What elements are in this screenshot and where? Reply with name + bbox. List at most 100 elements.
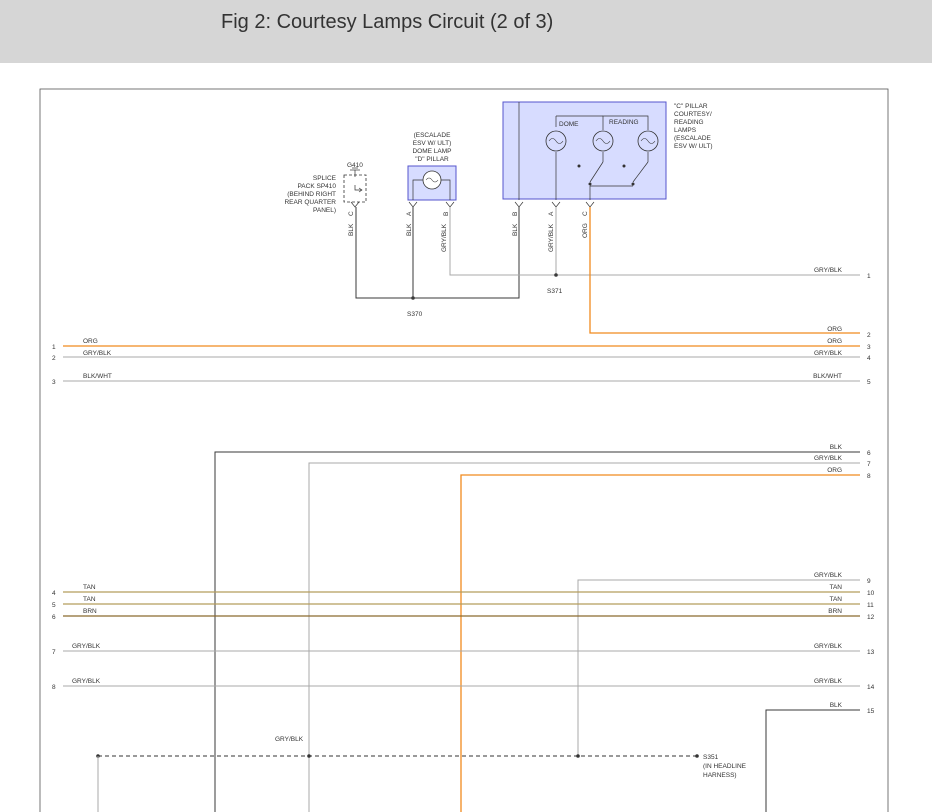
page-title: Fig 2: Courtesy Lamps Circuit (2 of 3) bbox=[221, 11, 554, 33]
splice-s351-label-line: HARNESS) bbox=[703, 772, 737, 779]
org-wire-8 bbox=[460, 474, 860, 812]
right-wire-label: BLK/WHT bbox=[813, 373, 842, 380]
c-pillar-label-line: ESV W/ ULT) bbox=[674, 143, 713, 150]
splice-s371-label: S371 bbox=[547, 288, 563, 295]
right-wire-label: GRY/BLK bbox=[814, 643, 843, 650]
left-wire-num: 3 bbox=[52, 379, 56, 386]
right-wire-num: 14 bbox=[867, 684, 875, 691]
splice-pack-label-line: (BEHIND RIGHT bbox=[287, 191, 336, 198]
dome-lamp-label: (ESCALADE ESV W/ ULT) DOME LAMP "D" PILL… bbox=[412, 132, 451, 163]
left-wire-num: 4 bbox=[52, 590, 56, 597]
dome-lamp-label-line: ESV W/ ULT) bbox=[413, 140, 452, 147]
right-wire-label: GRY/BLK bbox=[814, 572, 843, 579]
dome-lamp-label-line: (ESCALADE bbox=[414, 132, 452, 139]
right-wire-num: 12 bbox=[867, 614, 875, 621]
left-wire-labels: 1 ORG 2 GRY/BLK 3 BLK/WHT 4 TAN 5 TAN 6 … bbox=[52, 338, 112, 691]
c-pillar-wire-c: ORG bbox=[582, 223, 589, 238]
splice-s370-dot bbox=[411, 296, 415, 300]
right-wire-label: TAN bbox=[829, 596, 842, 603]
dome-lamp-pin-b: B bbox=[443, 212, 450, 216]
left-wire-num: 8 bbox=[52, 684, 56, 691]
left-wire-label: BRN bbox=[83, 608, 97, 615]
splice-pack-wire: BLK bbox=[348, 223, 355, 236]
left-wire-num: 1 bbox=[52, 344, 56, 351]
right-wire-num: 2 bbox=[867, 332, 871, 339]
right-wire-label: TAN bbox=[829, 584, 842, 591]
c-pillar-reading-label: READING bbox=[609, 119, 639, 126]
splice-pack-label-line: PACK SP410 bbox=[297, 183, 336, 190]
right-wire-labels: GRY/BLK 1 ORG 2 ORG 3 GRY/BLK 4 BLK/WHT … bbox=[813, 267, 875, 715]
splice-pack-label-line: REAR QUARTER bbox=[284, 199, 336, 206]
right-wire-num: 6 bbox=[867, 450, 871, 457]
reading-switch-icon bbox=[577, 161, 649, 200]
right-wire-label: GRY/BLK bbox=[814, 678, 843, 685]
right-wire-num: 13 bbox=[867, 649, 875, 656]
left-wire-num: 2 bbox=[52, 355, 56, 362]
left-wire-label: TAN bbox=[83, 584, 96, 591]
ground-label: G410 bbox=[347, 162, 363, 169]
right-wire-num: 4 bbox=[867, 355, 871, 362]
dome-lamp-wire-b: GRY/BLK bbox=[441, 223, 448, 252]
dome-lamp-bulb-icon bbox=[412, 170, 451, 200]
left-wire-num: 6 bbox=[52, 614, 56, 621]
splice-s371-dot bbox=[554, 273, 558, 277]
left-wire-label: GRY/BLK bbox=[83, 350, 112, 357]
c-pillar-wire-b: BLK bbox=[512, 223, 519, 236]
right-wire-label: BLK bbox=[830, 444, 843, 451]
left-wire-num: 7 bbox=[52, 649, 56, 656]
splice-pack-label-line: PANEL) bbox=[313, 207, 336, 214]
right-wire-num: 10 bbox=[867, 590, 875, 597]
c-pillar-pin-c: C bbox=[582, 211, 589, 216]
c-pillar-label-line: (ESCALADE bbox=[674, 135, 712, 142]
left-wire-label: BLK/WHT bbox=[83, 373, 112, 380]
splice-s351-label-line: (IN HEADLINE bbox=[703, 763, 747, 770]
blk-wire-6 bbox=[214, 451, 860, 812]
splice-pack-pin: C bbox=[348, 211, 355, 216]
right-wire-num: 11 bbox=[867, 602, 874, 609]
ground-icon bbox=[350, 167, 360, 177]
c-pillar-label: "C" PILLAR COURTESY/ READING LAMPS (ESCA… bbox=[674, 103, 713, 150]
right-wire-label: BLK bbox=[830, 702, 843, 709]
left-wire-num: 5 bbox=[52, 602, 56, 609]
splice-pack-label-line: SPLICE bbox=[313, 175, 337, 182]
reading-bulb-2-icon bbox=[637, 130, 659, 162]
c-pillar-lamps-box bbox=[502, 101, 667, 200]
c-pillar-connector: B A C bbox=[512, 201, 595, 216]
c-pillar-dome-label: DOME bbox=[559, 121, 579, 128]
dome-lamp-pin-a: A bbox=[406, 211, 413, 216]
right-wire-num: 15 bbox=[867, 708, 875, 715]
c-pillar-pin-a: A bbox=[548, 211, 555, 216]
blk-wire-s370 bbox=[355, 207, 520, 299]
c-pillar-label-line: "C" PILLAR bbox=[674, 103, 708, 110]
left-wire-label: ORG bbox=[83, 338, 98, 345]
right-wire-label: ORG bbox=[827, 467, 842, 474]
right-wire-num: 8 bbox=[867, 473, 871, 480]
c-pillar-label-line: COURTESY/ bbox=[674, 111, 712, 118]
gry-blk-wire-9 bbox=[577, 579, 860, 756]
right-wire-num: 5 bbox=[867, 379, 871, 386]
splice-s351-label: S351 (IN HEADLINE HARNESS) bbox=[703, 754, 747, 779]
splice-pack-label: SPLICE PACK SP410 (BEHIND RIGHT REAR QUA… bbox=[284, 175, 336, 214]
right-wire-label: ORG bbox=[827, 338, 842, 345]
dome-lamp-label-line: "D" PILLAR bbox=[415, 156, 449, 163]
right-wire-label: ORG bbox=[827, 326, 842, 333]
left-wire-label: GRY/BLK bbox=[72, 643, 101, 650]
reading-bulb-1-icon bbox=[592, 127, 614, 162]
right-wire-num: 3 bbox=[867, 344, 871, 351]
left-wire-label: TAN bbox=[83, 596, 96, 603]
c-pillar-label-line: LAMPS bbox=[674, 127, 697, 134]
header-bar: Fig 2: Courtesy Lamps Circuit (2 of 3) bbox=[0, 0, 932, 63]
dome-lamp-wire-a: BLK bbox=[406, 223, 413, 236]
gry-blk-wire-7 bbox=[308, 462, 860, 812]
dome-lamp-label-line: DOME LAMP bbox=[412, 148, 451, 155]
splice-s370-label: S370 bbox=[407, 311, 423, 318]
org-wire-c-pillar-c bbox=[589, 207, 860, 334]
right-wire-label: GRY/BLK bbox=[814, 350, 843, 357]
c-pillar-wire-a: GRY/BLK bbox=[548, 223, 555, 252]
diagram-border bbox=[39, 88, 889, 812]
right-wire-num: 9 bbox=[867, 578, 871, 585]
right-wire-label: GRY/BLK bbox=[814, 267, 843, 274]
right-wire-label: BRN bbox=[828, 608, 842, 615]
gry-blk-wire-s371 bbox=[449, 207, 860, 276]
